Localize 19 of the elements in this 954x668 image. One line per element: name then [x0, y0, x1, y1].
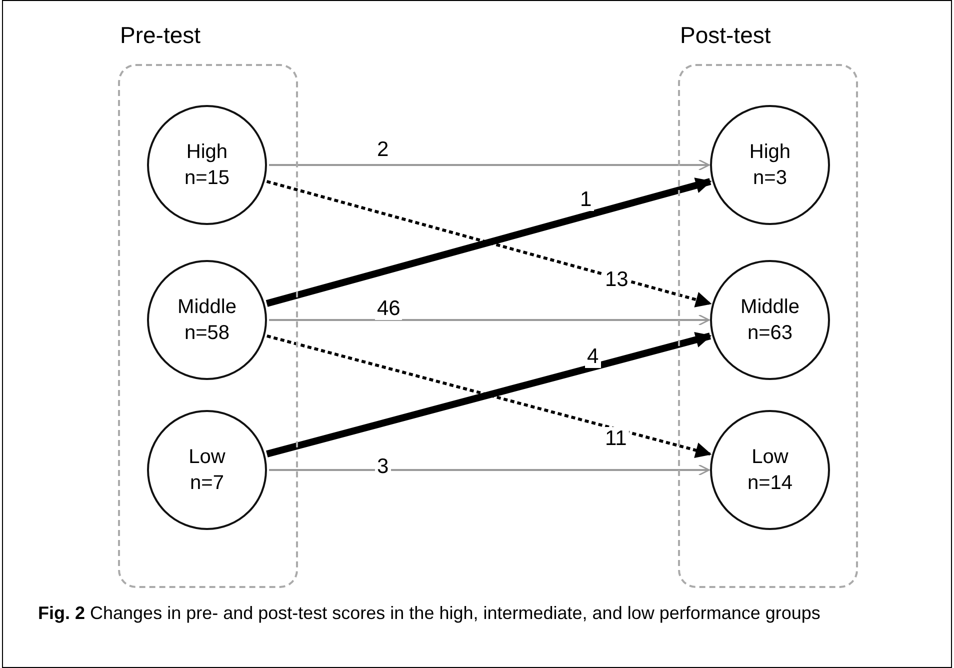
sample-size: n=63: [747, 321, 793, 346]
arrow: [269, 464, 710, 476]
group-name: High: [749, 140, 791, 165]
sample-size: n=58: [184, 321, 230, 346]
group-name: High: [186, 140, 228, 165]
sample-size: n=7: [190, 471, 224, 496]
figure-caption: Fig. 2 Changes in pre- and post-test scores in the high, intermediate, and low performance groups: [38, 602, 822, 625]
sample-size: n=3: [753, 166, 787, 191]
group-name: Low: [752, 445, 788, 470]
sample-size: n=14: [747, 471, 793, 496]
group-name: Middle: [740, 295, 800, 320]
group-name: Low: [188, 445, 226, 470]
arrow: [269, 159, 710, 171]
edge-label: 46: [375, 297, 402, 320]
group-heading: Pre-test: [120, 22, 201, 49]
sample-size: n=15: [184, 166, 230, 191]
group-name: Middle: [178, 295, 236, 320]
group-heading: Post-test: [680, 22, 771, 49]
arrow: [269, 314, 710, 326]
